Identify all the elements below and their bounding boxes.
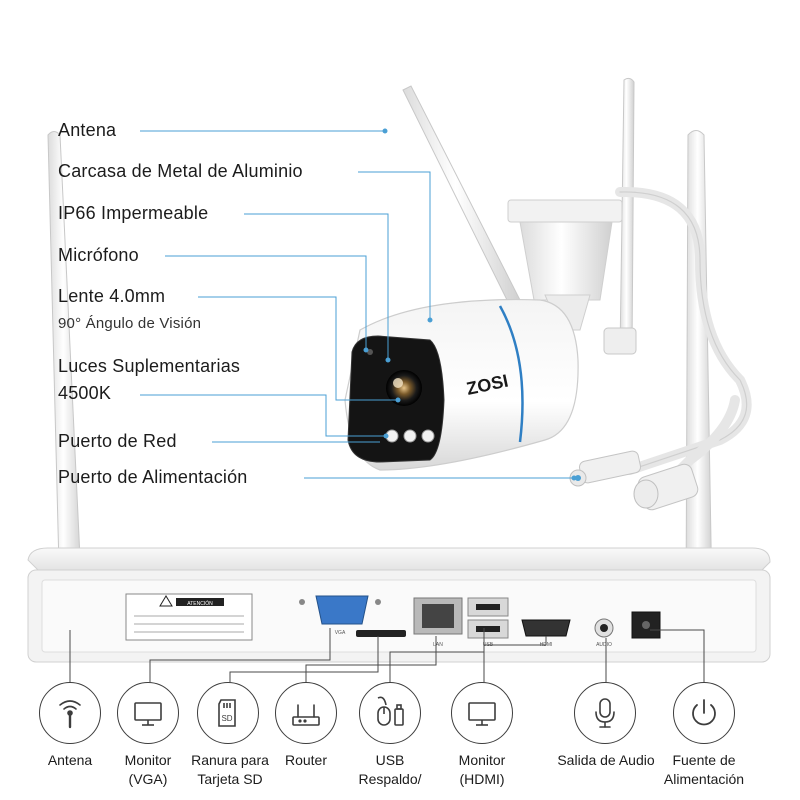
callout-antena: Antena [58, 120, 117, 140]
svg-text:SD: SD [221, 714, 232, 723]
antenna-icon [39, 682, 101, 744]
port-leader-lines [69, 628, 705, 682]
usb-mouse-icon [359, 682, 421, 744]
port-label-router: Router [284, 752, 328, 768]
svg-text:LAN: LAN [433, 642, 443, 648]
port-label-vga: Monitor(VGA) [124, 752, 172, 787]
lan-port: LAN [413, 597, 463, 648]
callout-ip66: IP66 Impermeable [58, 203, 209, 223]
callout-luces: Luces Suplementarias [58, 356, 241, 376]
svg-text:VGA: VGA [335, 630, 346, 636]
monitor-hdmi-icon [451, 682, 513, 744]
sd-card-slot [356, 630, 406, 637]
callout-lente: Lente 4.0mm [58, 286, 166, 306]
callout-carcasa: Carcasa de Metal de Aluminio [58, 161, 303, 181]
svg-text:AUDIO: AUDIO [596, 642, 612, 648]
router-icon [275, 682, 337, 744]
callout-puerto-red: Puerto de Red [58, 431, 177, 451]
camera-leds [385, 429, 435, 443]
camera-microphone [367, 349, 373, 355]
callout-luces-temp: 4500K [58, 383, 112, 403]
power-icon [673, 682, 735, 744]
callout-microfono: Micrófono [58, 245, 139, 265]
port-label-audio: Salida de Audio [557, 752, 655, 768]
callout-leader-lines [140, 128, 577, 481]
audio-port: AUDIO [594, 618, 614, 648]
camera-cable [615, 186, 752, 495]
port-label-hdmi: Monitor(HDMI) [458, 752, 506, 787]
callout-puerto-alimentacion: Puerto de Alimentación [58, 467, 248, 487]
warning-title: ATENCIÓN [187, 600, 213, 607]
camera-antennas [402, 77, 637, 355]
sd-card-icon: SD [197, 682, 259, 744]
power-port [631, 611, 661, 639]
callout-angulo: 90° Ángulo de Visión [58, 315, 202, 332]
port-label-antena: Antena [47, 752, 93, 768]
microphone-icon [574, 682, 636, 744]
vga-port: VGA [299, 595, 381, 636]
camera-body: ZOSI [344, 299, 579, 471]
usb-ports: USB [467, 597, 509, 648]
monitor-vga-icon [117, 682, 179, 744]
camera-network-connector [633, 463, 699, 511]
camera-power-connector [569, 450, 642, 487]
camera-lens [386, 370, 422, 406]
nvr-recorder: ATENCIÓN VGA LAN USB HDMI [27, 547, 771, 663]
